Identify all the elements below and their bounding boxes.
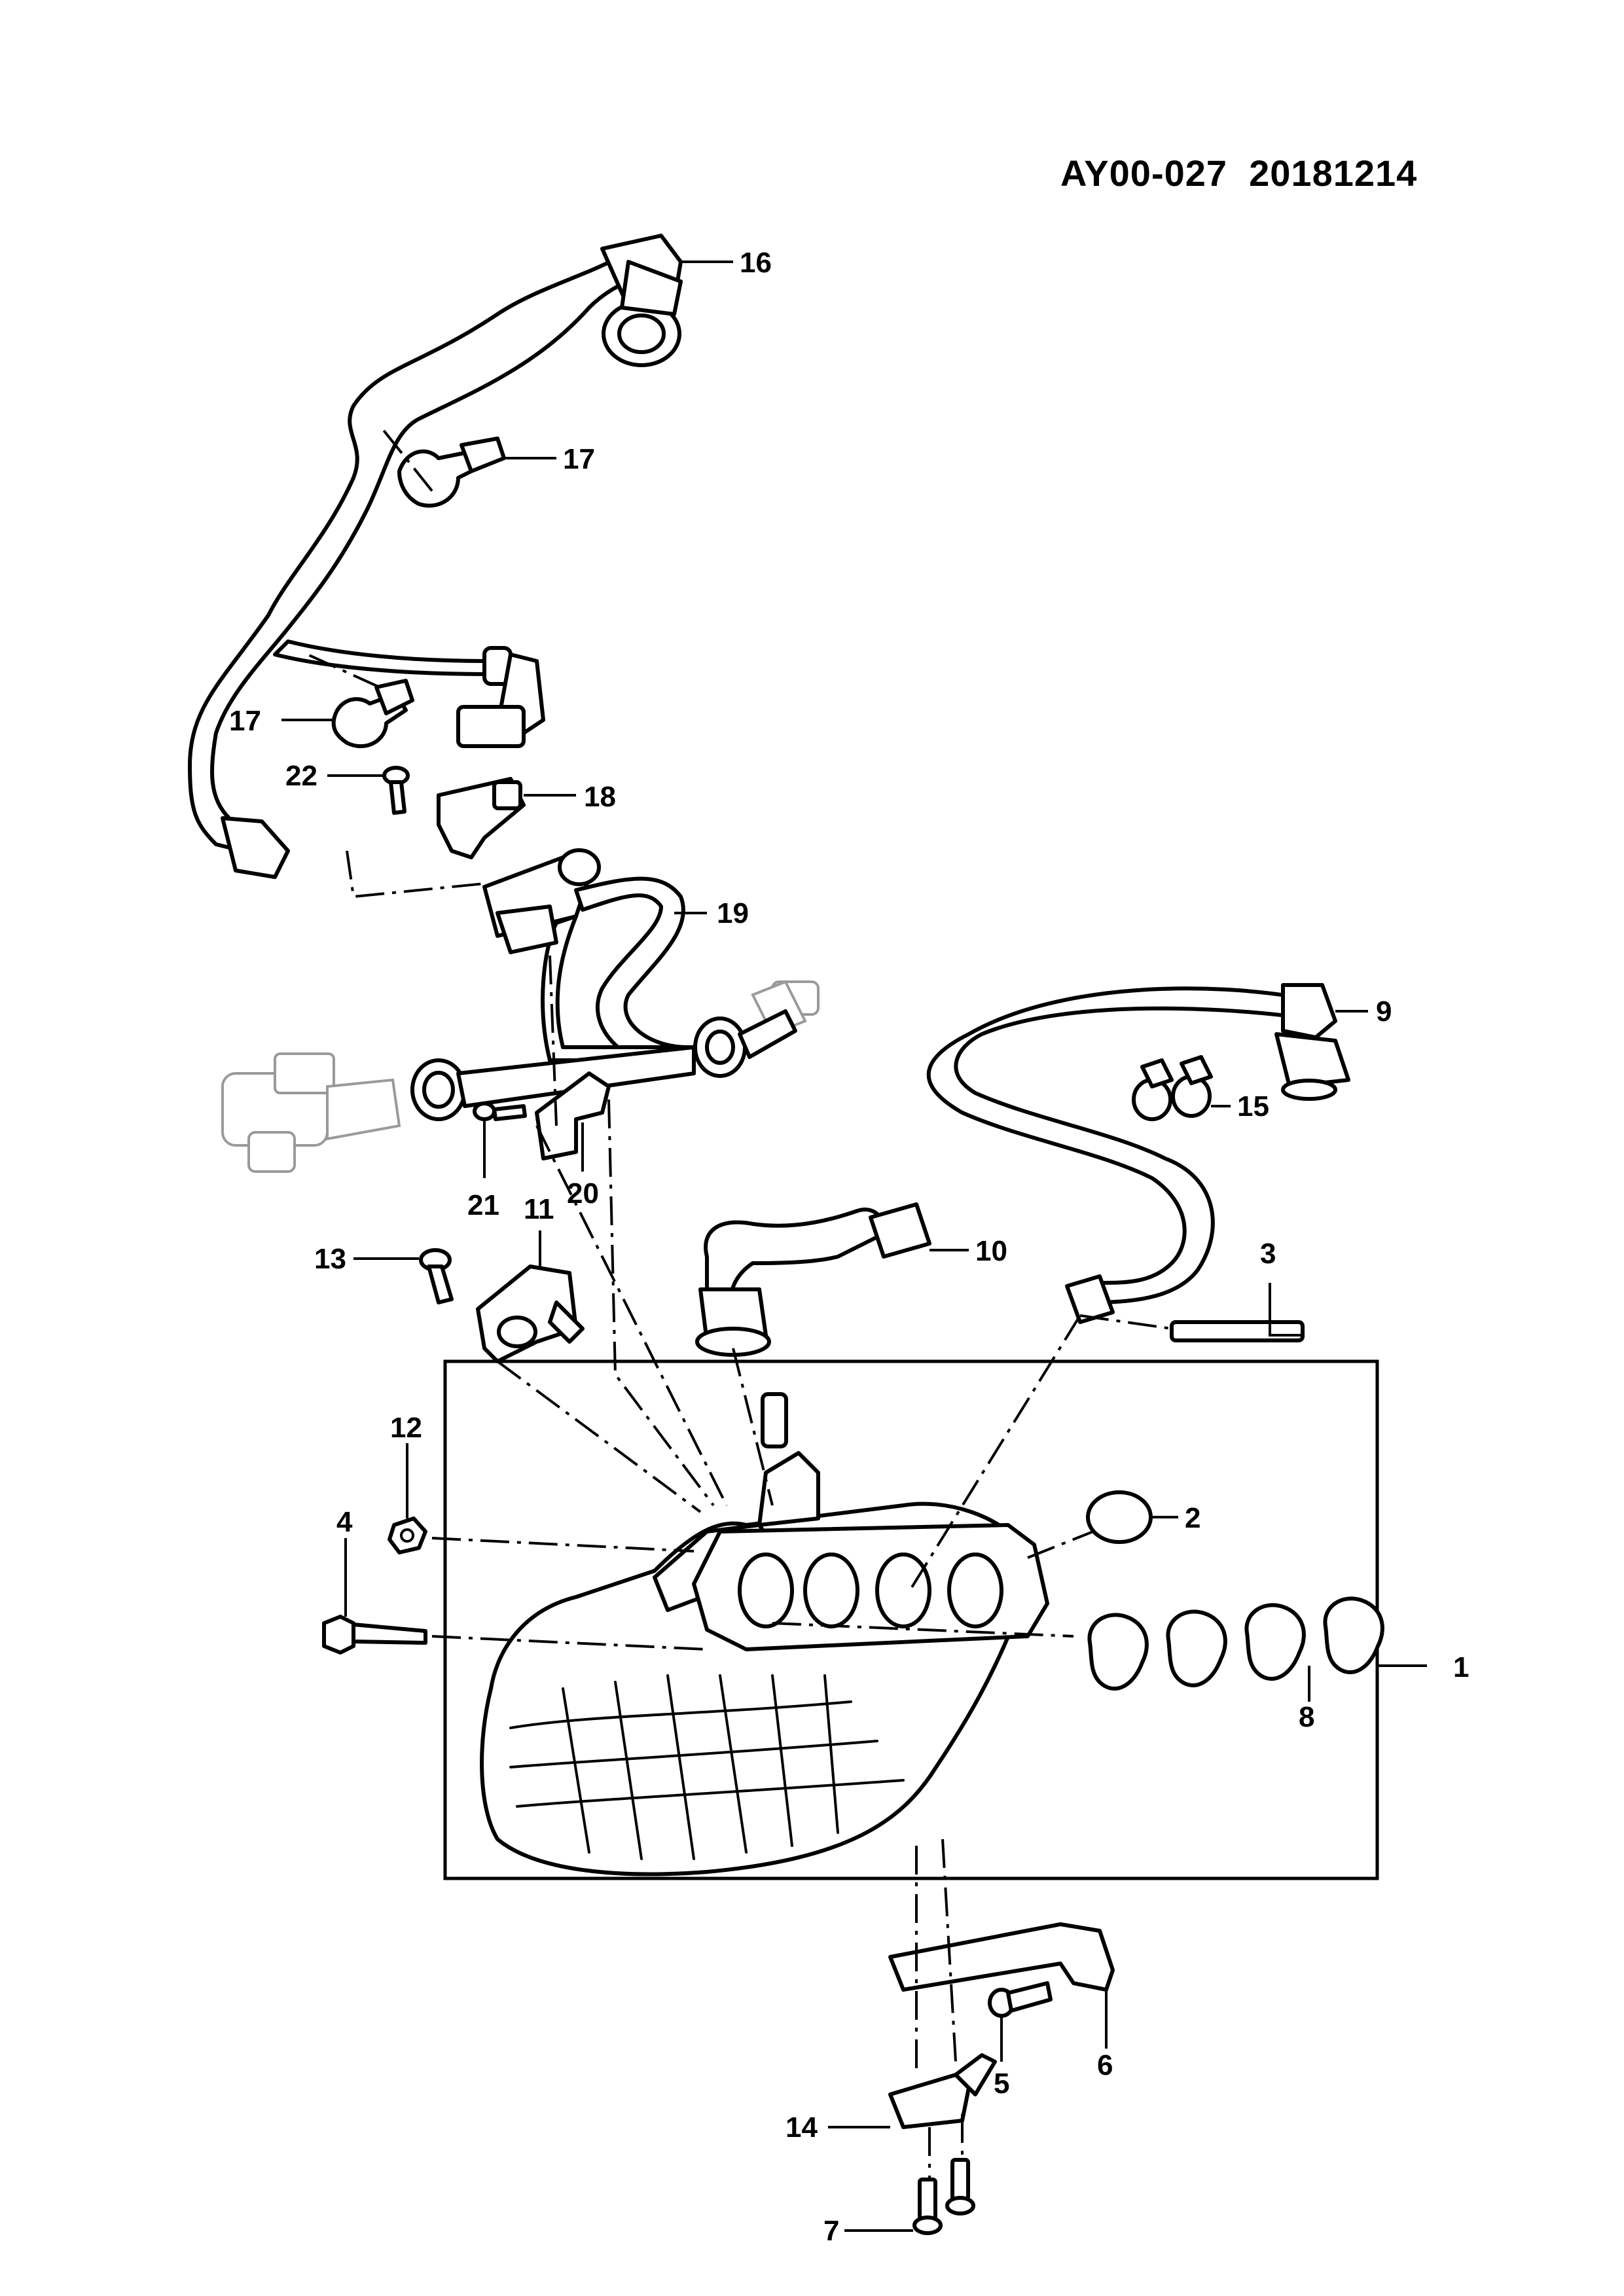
callout-15: 15 — [1237, 1090, 1269, 1122]
assembly-lines — [307, 424, 1172, 2179]
map-sensor-11 — [476, 1265, 585, 1363]
intake-gaskets-8 — [1087, 1596, 1384, 1691]
callout-8: 8 — [1299, 1701, 1314, 1733]
stud-3 — [1170, 1320, 1305, 1342]
callout-1: 1 — [1453, 1651, 1469, 1683]
callout-7: 7 — [823, 2215, 839, 2247]
callout-2: 2 — [1185, 1502, 1200, 1534]
hose-connector-left — [410, 1009, 797, 1121]
callout-16: 16 — [740, 247, 772, 279]
bracket-6 — [888, 1922, 1115, 1992]
callout-9: 9 — [1376, 996, 1392, 1028]
bracket-14 — [888, 2053, 997, 2129]
hose-clip-17-upper — [397, 437, 506, 508]
plug-2 — [1086, 1490, 1153, 1544]
bolt-4 — [322, 1615, 427, 1655]
intake-manifold — [480, 1392, 1049, 1876]
bolts-7 — [912, 2158, 975, 2235]
callout-21: 21 — [467, 1189, 499, 1221]
callout-17-upper: 17 — [563, 443, 595, 475]
hose-clamps-15 — [1132, 1055, 1213, 1121]
bolt-5 — [988, 1981, 1053, 2018]
callout-4: 4 — [336, 1506, 353, 1538]
callout-5: 5 — [994, 2068, 1009, 2100]
callout-3: 3 — [1260, 1238, 1276, 1270]
breather-hose-upper — [188, 234, 683, 879]
callout-10: 10 — [975, 1235, 1007, 1267]
callout-22: 22 — [285, 760, 317, 792]
callout-20: 20 — [567, 1177, 599, 1210]
bolt-22 — [382, 766, 410, 815]
sensor-18 — [437, 777, 526, 859]
callout-19: 19 — [717, 897, 749, 929]
purge-valve-ghost — [221, 980, 820, 1173]
callout-labels: 1 2 3 4 5 6 7 8 9 10 11 12 13 14 15 16 1… — [229, 247, 1469, 2247]
callout-13: 13 — [314, 1243, 346, 1275]
leader-lines — [281, 260, 1427, 2232]
bolt-13 — [419, 1248, 454, 1304]
hose-9 — [926, 983, 1350, 1324]
ref-code: AY00-027 20181214 — [1060, 152, 1418, 194]
bolt-21 — [473, 1102, 527, 1121]
valve-assembly-19 — [482, 848, 696, 1069]
callout-17-lower: 17 — [229, 705, 261, 737]
hose-clip-17-lower — [331, 679, 414, 749]
callout-6: 6 — [1097, 2049, 1113, 2081]
callout-11: 11 — [524, 1193, 554, 1225]
callout-12: 12 — [390, 1412, 422, 1444]
callout-18: 18 — [584, 781, 616, 813]
nut-12 — [388, 1516, 427, 1554]
callout-14: 14 — [785, 2111, 818, 2144]
elbow-hose-10 — [695, 1202, 931, 1357]
bracket-20 — [535, 1071, 611, 1160]
